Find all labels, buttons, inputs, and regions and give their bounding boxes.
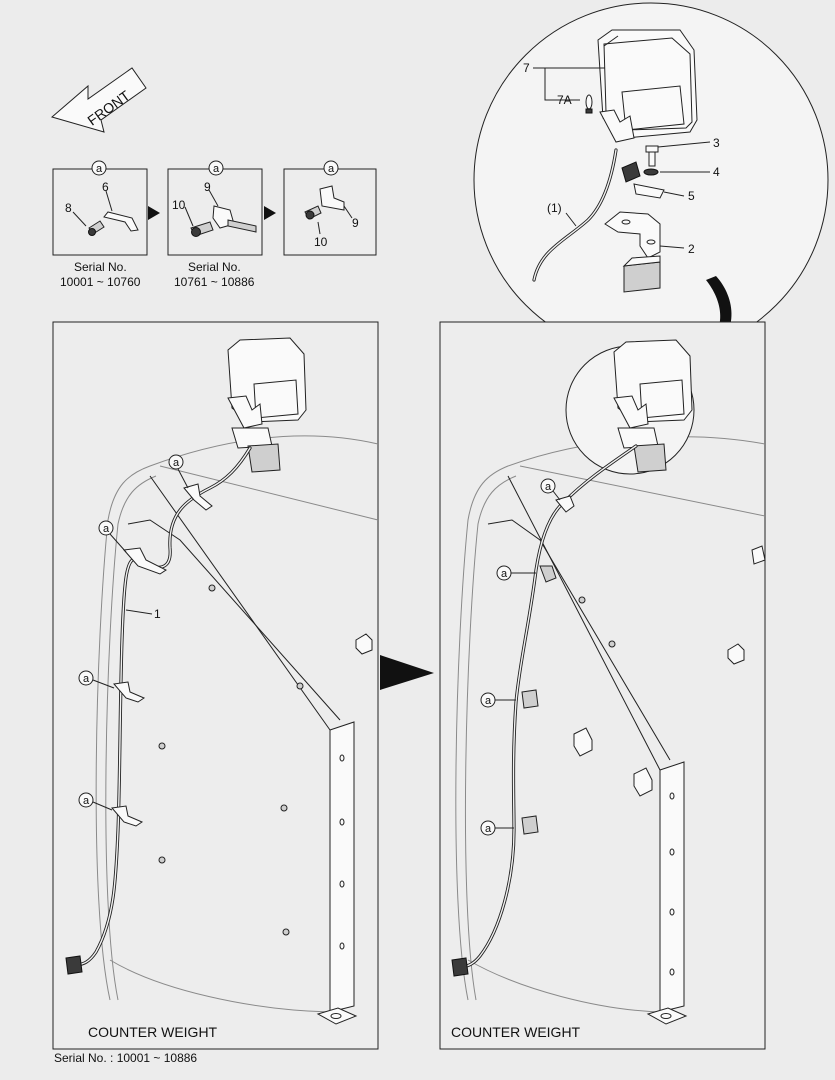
part-label: 9 bbox=[204, 180, 211, 194]
part-label: 8 bbox=[65, 201, 72, 215]
connector-icon bbox=[621, 161, 641, 183]
callout-a-label: a bbox=[501, 568, 508, 580]
part-label: 2 bbox=[688, 242, 695, 256]
detail-box-1: a 6 8 Serial No. 10001 ~ 10760 bbox=[52, 160, 148, 289]
step-arrow-icon bbox=[264, 206, 276, 220]
cable-clip-icon bbox=[319, 185, 345, 211]
connector-icon bbox=[65, 955, 83, 975]
callout-a-label: a bbox=[173, 457, 180, 469]
callout-a-label: a bbox=[96, 163, 103, 175]
panel-transition-arrow-icon bbox=[380, 655, 434, 690]
part-label: 4 bbox=[713, 165, 720, 179]
callout-a-label: a bbox=[545, 481, 552, 493]
part-label: 1 bbox=[154, 607, 161, 621]
part-label: 7A bbox=[557, 93, 572, 107]
left-panel-caption: COUNTER WEIGHT bbox=[88, 1024, 218, 1040]
callout-a-icon bbox=[323, 160, 339, 176]
cable-clip-icon bbox=[183, 483, 213, 511]
left-panel: a a a a 1 COUNTER WEIGHT bbox=[52, 321, 379, 1050]
bracket-icon bbox=[604, 211, 661, 259]
serial-label: Serial No. bbox=[74, 260, 127, 274]
detail-box-3: a 9 10 bbox=[283, 160, 377, 256]
callout-a-label: a bbox=[328, 163, 335, 175]
cable-clip-icon bbox=[123, 547, 167, 575]
callout-a-icon bbox=[208, 160, 224, 176]
lamp-stand-icon bbox=[599, 109, 635, 143]
footer-serial: Serial No. : 10001 ~ 10886 bbox=[54, 1051, 197, 1065]
washer-icon bbox=[643, 168, 659, 176]
callout-a-icon bbox=[98, 520, 114, 536]
cable-clip-icon bbox=[555, 495, 575, 513]
right-panel-caption: COUNTER WEIGHT bbox=[451, 1024, 581, 1040]
cable-clip-icon bbox=[521, 689, 539, 709]
part-label: 5 bbox=[688, 189, 695, 203]
base-block-icon bbox=[623, 261, 661, 293]
callout-a-icon bbox=[540, 478, 556, 494]
work-lamp-icon bbox=[613, 339, 693, 473]
connector-icon bbox=[451, 957, 469, 977]
part-label: 6 bbox=[102, 180, 109, 194]
cable-clip-icon bbox=[113, 681, 146, 703]
part-label: 3 bbox=[713, 136, 720, 150]
callout-a-label: a bbox=[485, 823, 492, 835]
callout-a-icon bbox=[168, 454, 184, 470]
right-panel: a a a a COUNTER WEIGHT bbox=[439, 321, 766, 1050]
cable-clip-icon bbox=[633, 183, 665, 199]
serial-label: Serial No. bbox=[188, 260, 241, 274]
part-label: (1) bbox=[547, 201, 562, 215]
cable-clip-icon bbox=[539, 565, 557, 583]
callout-a-label: a bbox=[83, 795, 90, 807]
part-label: 9 bbox=[352, 216, 359, 230]
part-label: 10 bbox=[314, 235, 328, 249]
serial-range: 10001 ~ 10760 bbox=[60, 275, 141, 289]
part-label: 7 bbox=[523, 61, 530, 75]
callout-a-label: a bbox=[213, 163, 220, 175]
part-label: 10 bbox=[172, 198, 186, 212]
serial-range: 10761 ~ 10886 bbox=[174, 275, 255, 289]
callout-a-icon bbox=[91, 160, 107, 176]
cable-clip-icon bbox=[111, 805, 144, 827]
work-lamp-icon bbox=[227, 337, 307, 473]
front-arrow: FRONT bbox=[50, 67, 147, 133]
callout-a-label: a bbox=[103, 523, 110, 535]
callout-a-icon bbox=[78, 670, 94, 686]
cable-clip-icon bbox=[521, 815, 539, 835]
callout-a-label: a bbox=[83, 673, 90, 685]
detail-box-2: a 9 10 Serial No. 10761 ~ 10886 bbox=[167, 160, 263, 289]
step-arrow-icon bbox=[148, 206, 160, 220]
cable-clip-icon bbox=[103, 211, 139, 232]
bulb-icon bbox=[585, 94, 593, 114]
callout-a-icon bbox=[78, 792, 94, 808]
callout-a-label: a bbox=[485, 695, 492, 707]
bolt-icon bbox=[645, 145, 659, 167]
zoom-detail-circle: 7 7A 3 4 5 2 (1) bbox=[473, 2, 829, 358]
